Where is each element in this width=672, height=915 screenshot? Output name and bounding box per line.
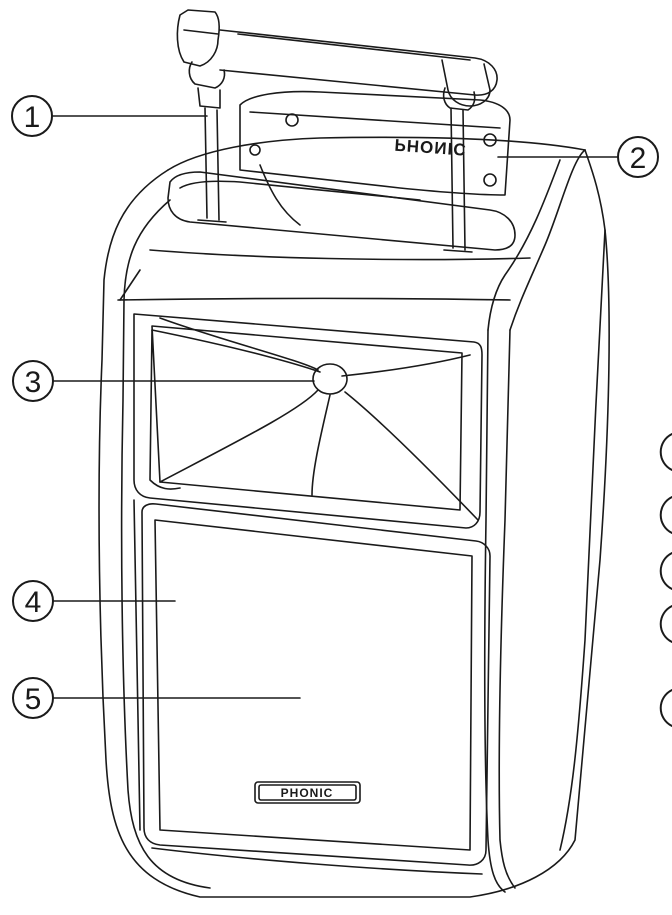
trolley-handle[interactable] xyxy=(176,9,498,253)
front-logo-badge: PHONIC xyxy=(254,781,361,804)
callout-3: 3 xyxy=(12,360,315,402)
cropped-callout-circle xyxy=(659,496,672,534)
cropped-callout-circle xyxy=(659,433,672,471)
cabinet-body xyxy=(98,136,610,898)
callout-1-number: 1 xyxy=(24,101,41,134)
handle-pocket xyxy=(167,164,516,251)
callout-5: 5 xyxy=(12,677,301,719)
cropped-callout-circle xyxy=(659,605,672,643)
horn-tweeter xyxy=(133,313,483,529)
front-grille xyxy=(133,499,491,875)
callout-3-number: 3 xyxy=(25,366,42,399)
callout-5-number: 5 xyxy=(25,683,42,716)
callout-4-number: 4 xyxy=(25,586,42,619)
cropped-callout-circle xyxy=(659,552,672,590)
callout-2: 2 xyxy=(497,136,659,178)
callout-4: 4 xyxy=(12,580,176,622)
top-plate: PHONIC xyxy=(239,90,511,196)
top-plate-logo: PHONIC xyxy=(394,135,467,159)
front-logo-text: PHONIC xyxy=(281,786,334,800)
callout-1: 1 xyxy=(11,95,208,137)
cropped-callouts xyxy=(659,433,672,727)
cropped-callout-circle xyxy=(659,689,672,727)
callout-2-number: 2 xyxy=(630,142,647,175)
